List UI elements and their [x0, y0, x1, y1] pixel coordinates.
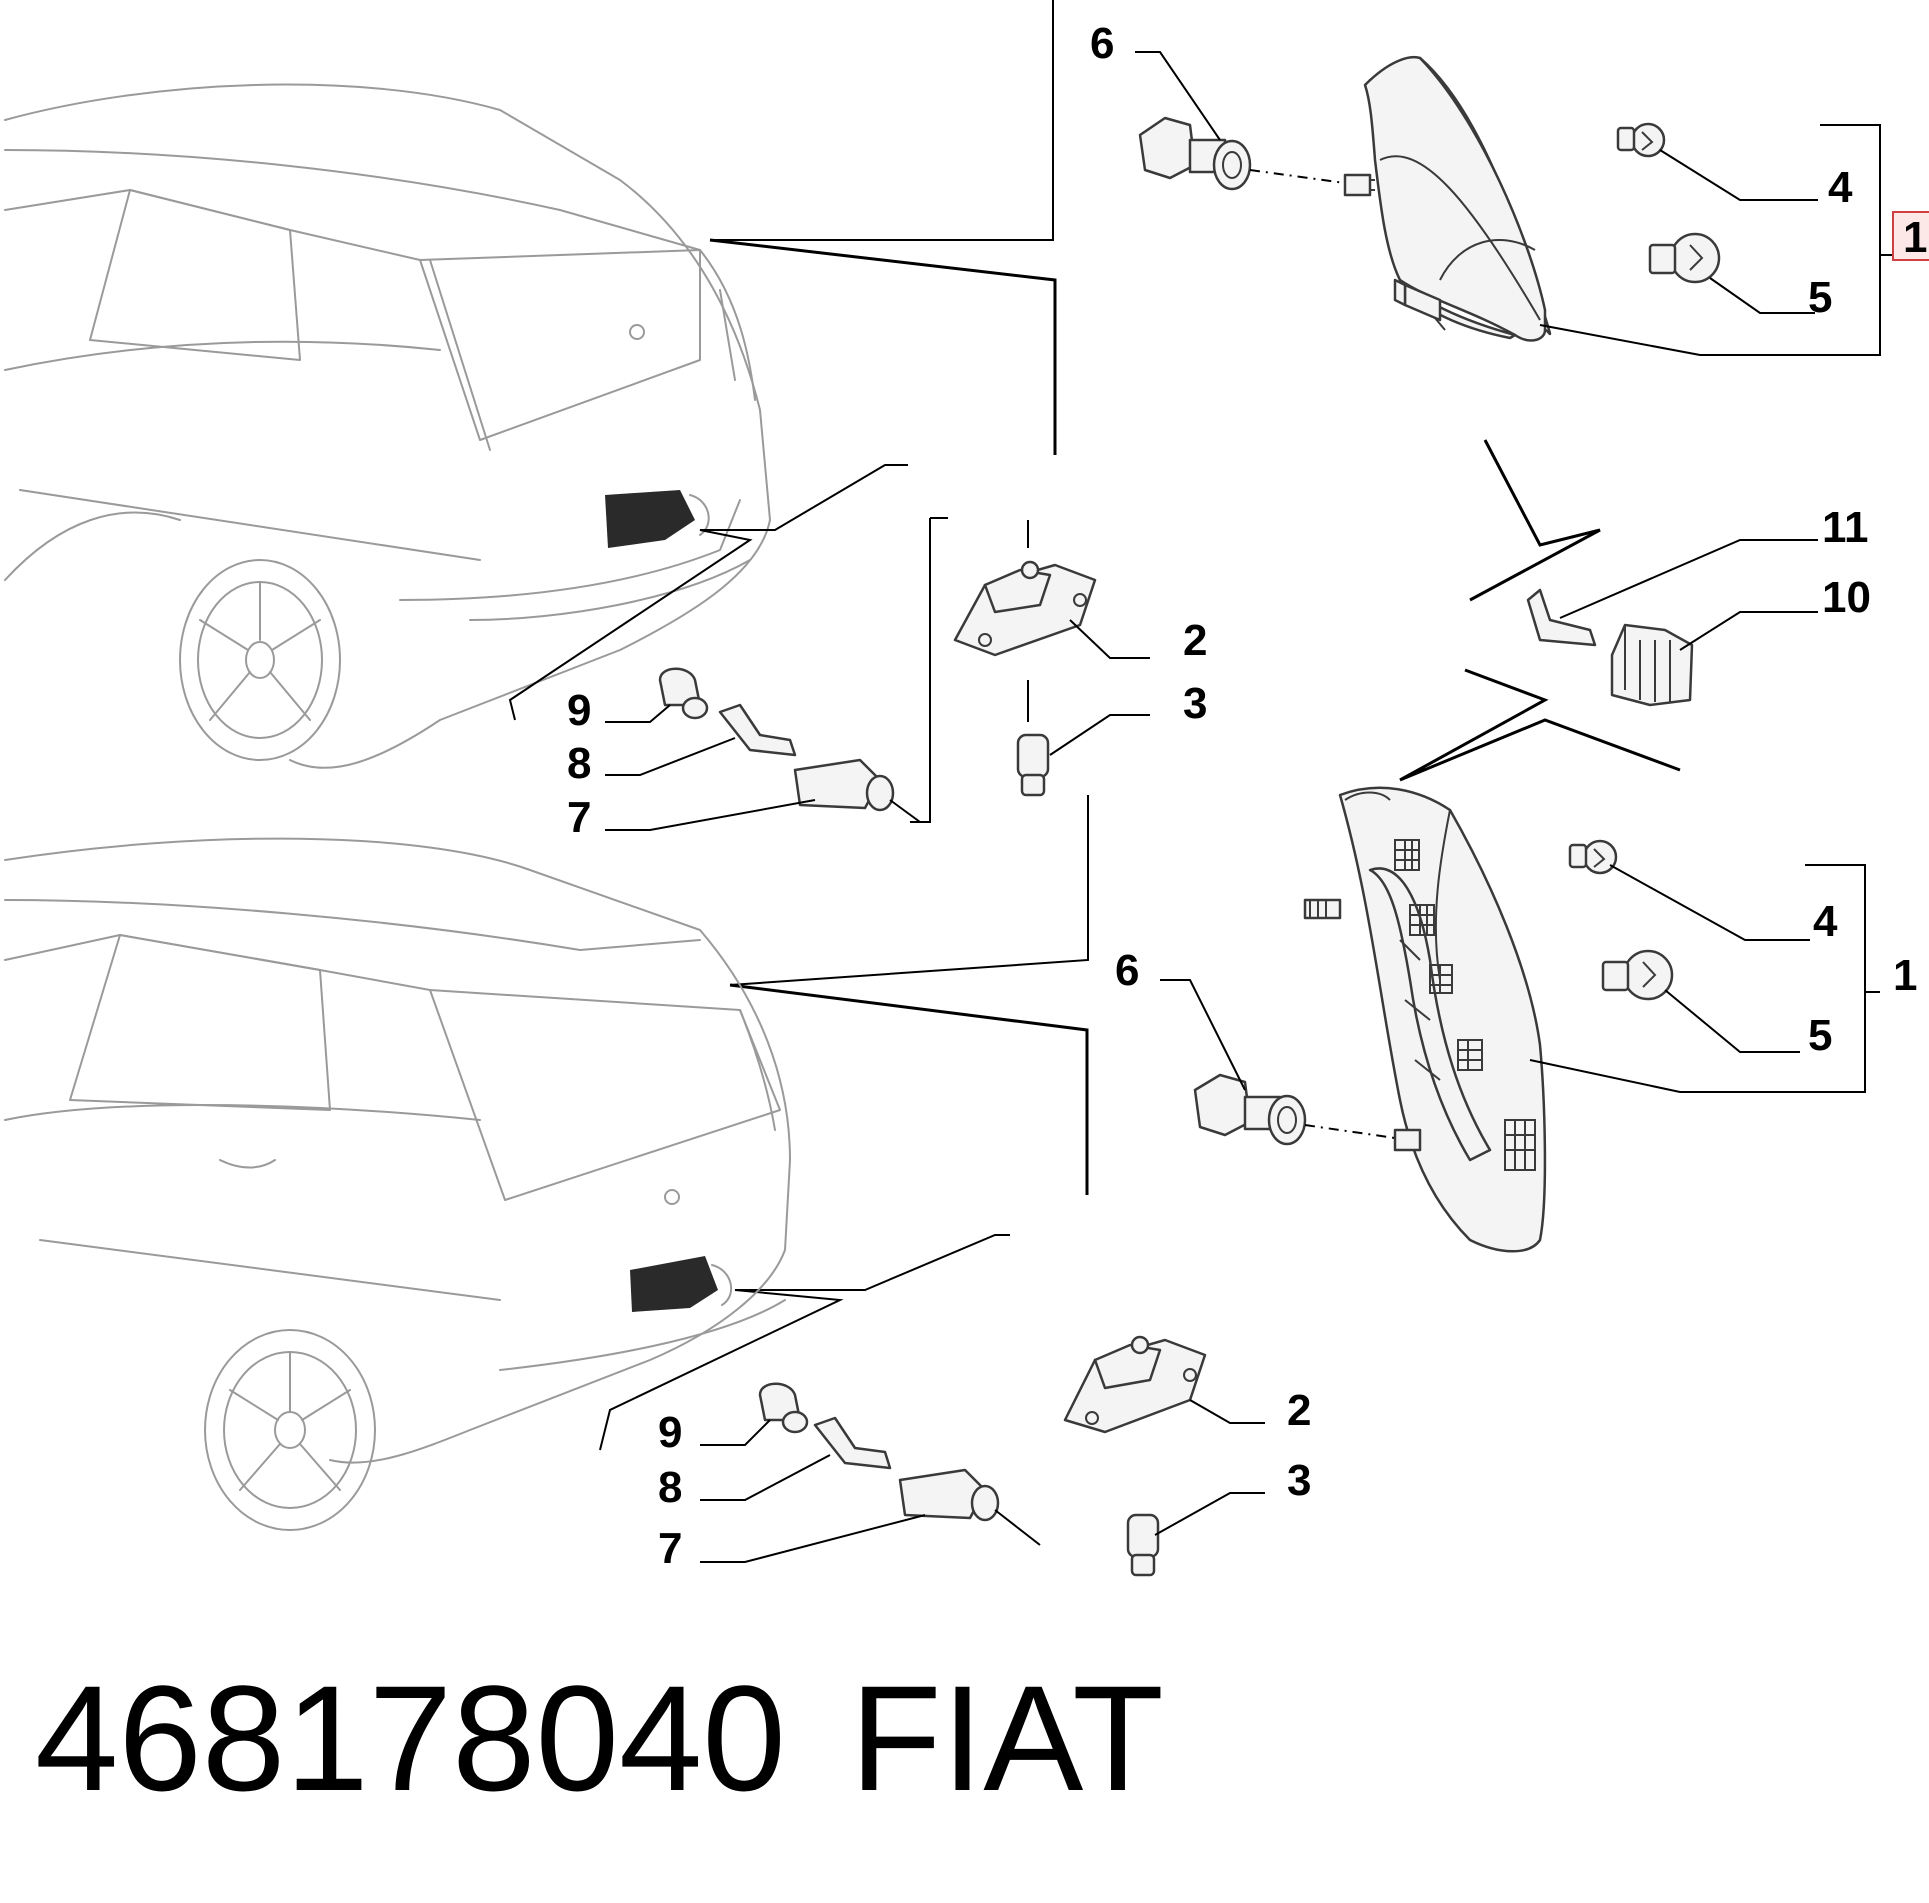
brand-name: FIAT — [850, 1654, 1164, 1822]
tail-lamp-lower — [1303, 786, 1547, 1253]
bulb-holder-parts-upper — [658, 667, 921, 823]
callout-upper-8: 8 — [567, 739, 591, 788]
callout-lower-7: 7 — [658, 1524, 682, 1573]
callout-upper-3: 3 — [1183, 679, 1207, 728]
callout-upper-6: 6 — [1090, 19, 1114, 68]
lens-grid-lower — [1394, 839, 1536, 1171]
part-number: 468178040 — [35, 1654, 786, 1822]
car-illustration-upper — [4, 83, 771, 769]
callout-11: 11 — [1822, 503, 1869, 552]
callout-lower-2: 2 — [1287, 1386, 1311, 1435]
callout-10: 10 — [1822, 573, 1871, 622]
callout-upper-5: 5 — [1808, 273, 1832, 322]
callout-lower-8: 8 — [658, 1463, 682, 1512]
callout-lower-4: 4 — [1813, 897, 1838, 946]
wedge-bulb-lower — [1126, 1513, 1160, 1577]
callout-upper-4: 4 — [1828, 163, 1853, 212]
bulb-small-lower — [1568, 839, 1618, 875]
plate-light-location-lower — [630, 1256, 718, 1312]
bulb-large-lower — [1601, 949, 1674, 1001]
footer: 468178040 FIAT — [35, 1654, 1164, 1822]
callout-upper-7: 7 — [567, 793, 591, 842]
nut-upper — [1138, 116, 1346, 191]
callout-upper-2: 2 — [1183, 616, 1207, 665]
plate-light-location-upper — [605, 490, 695, 548]
callout-lower-9: 9 — [658, 1408, 682, 1457]
highlight-box — [1892, 211, 1929, 261]
callout-lower-3: 3 — [1287, 1456, 1311, 1505]
license-plate-lamp-lower — [1063, 1335, 1207, 1434]
callout-upper-1: 1 — [1903, 213, 1927, 262]
callout-leaders — [605, 51, 1900, 1563]
connector-block — [1610, 623, 1694, 707]
callout-upper-9: 9 — [567, 686, 591, 735]
bulb-small-upper — [1616, 122, 1666, 158]
tail-lamp-upper — [1343, 56, 1552, 342]
car-illustration-lower — [4, 837, 791, 1531]
bulb-large-upper — [1648, 232, 1721, 284]
callout-labels: 6 4 5 1 11 10 2 3 9 8 7 4 1 6 5 2 3 9 8 … — [567, 19, 1927, 1573]
break-lines — [1399, 439, 1681, 782]
wedge-bulb-upper — [1016, 733, 1050, 797]
leader-lines-upper — [508, 0, 1089, 1451]
terminal-upper — [1526, 588, 1597, 647]
bulb-holder-parts-lower — [758, 1382, 1041, 1546]
callout-lower-6: 6 — [1115, 946, 1139, 995]
callout-lower-5: 5 — [1808, 1011, 1832, 1060]
callout-lower-1: 1 — [1893, 951, 1917, 1000]
license-plate-lamp-upper — [953, 560, 1097, 657]
nut-lower — [1193, 1073, 1396, 1146]
